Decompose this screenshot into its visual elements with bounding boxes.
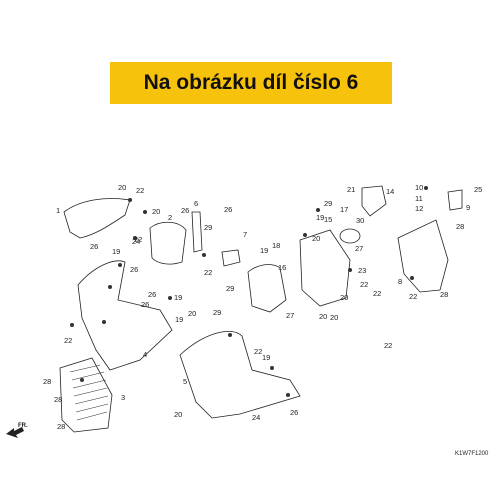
callout-27-a: 27: [355, 244, 363, 253]
callout-19-a: 19: [112, 247, 120, 256]
callout-14: 14: [386, 187, 394, 196]
direction-label: FR.: [18, 423, 28, 429]
callout-26-a: 26: [181, 206, 189, 215]
callout-20-d: 20: [174, 410, 182, 419]
callout-8: 8: [398, 277, 402, 286]
callout-12: 12: [415, 204, 423, 213]
callout-24-a: 24: [132, 237, 140, 246]
callout-20-h: 20: [330, 313, 338, 322]
part-grille: [59, 357, 113, 433]
callout-22-a: 22: [136, 186, 144, 195]
callout-16: 16: [278, 263, 286, 272]
callout-26-g: 26: [290, 408, 298, 417]
callout-19-d: 19: [260, 246, 268, 255]
callout-9: 9: [466, 203, 470, 212]
part-right-inner-cowl: [299, 229, 351, 307]
callout-28-e: 28: [57, 422, 65, 431]
callout-29-c: 29: [324, 199, 332, 208]
callout-25: 25: [474, 185, 482, 194]
callout-19-b: 19: [174, 293, 182, 302]
callout-3: 3: [121, 393, 125, 402]
part-inner-bracket: [149, 221, 187, 265]
callout-22-e: 22: [254, 347, 262, 356]
callout-11: 11: [415, 194, 423, 203]
part-7: [221, 249, 241, 267]
callout-2: 2: [168, 213, 172, 222]
callout-29-d: 29: [213, 308, 221, 317]
callout-23: 23: [358, 266, 366, 275]
callout-17: 17: [340, 205, 348, 214]
callout-30: 30: [356, 216, 364, 225]
callout-20-g: 20: [340, 293, 348, 302]
callout-20-a: 20: [118, 183, 126, 192]
fasteners: [70, 186, 428, 397]
callout-26-c: 26: [90, 242, 98, 251]
callout-19-e: 19: [316, 213, 324, 222]
part-left-cowl: [77, 260, 173, 371]
callout-22-f: 22: [360, 280, 368, 289]
title-banner: Na obrázku díl číslo 6: [110, 62, 392, 104]
callout-22-d: 22: [204, 268, 212, 277]
callout-28-d: 28: [54, 395, 62, 404]
callout-6: 6: [194, 199, 198, 208]
callout-7: 7: [243, 230, 247, 239]
callout-19-c: 19: [175, 315, 183, 324]
callout-26-d: 26: [130, 265, 138, 274]
callout-15: 15: [324, 215, 332, 224]
callout-28-b: 28: [440, 290, 448, 299]
callout-19-f: 19: [262, 353, 270, 362]
callout-26-f: 26: [141, 300, 149, 309]
callout-24-b: 24: [252, 413, 260, 422]
callout-10: 10: [415, 183, 423, 192]
callout-1: 1: [56, 206, 60, 215]
callout-20-b: 20: [152, 207, 160, 216]
callout-5: 5: [183, 377, 187, 386]
callout-22-h: 22: [409, 292, 417, 301]
part-front-lower-cowl: [179, 330, 301, 419]
part-6: [191, 211, 203, 253]
callout-18: 18: [272, 241, 280, 250]
part-center-panel: [247, 264, 287, 313]
page-title: Na obrázku díl číslo 6: [143, 71, 359, 94]
callout-27-b: 27: [286, 311, 294, 320]
callout-26-e: 26: [148, 290, 156, 299]
callout-29-b: 29: [226, 284, 234, 293]
callout-21: 21: [347, 185, 355, 194]
callout-29-a: 29: [204, 223, 212, 232]
part-14-duct: [361, 185, 387, 217]
callout-28-c: 28: [43, 377, 51, 386]
callout-22-b: 22: [134, 235, 142, 244]
callout-26-b: 26: [224, 205, 232, 214]
front-direction-arrow: FR.: [6, 423, 28, 438]
part-9: [447, 189, 463, 211]
callout-28-a: 28: [456, 222, 464, 231]
callout-20-e: 20: [312, 234, 320, 243]
callout-4: 4: [143, 350, 147, 359]
part-right-side-cowl: [397, 219, 449, 293]
diagram-ref-code: K1W7F1200: [455, 451, 489, 457]
part-30-ring: [339, 228, 361, 244]
callout-20-f: 20: [319, 312, 327, 321]
callout-20-c: 20: [188, 309, 196, 318]
part-windscreen: [63, 198, 131, 239]
callout-22-g: 22: [373, 289, 381, 298]
callout-22-i: 22: [384, 341, 392, 350]
callout-22-c: 22: [64, 336, 72, 345]
